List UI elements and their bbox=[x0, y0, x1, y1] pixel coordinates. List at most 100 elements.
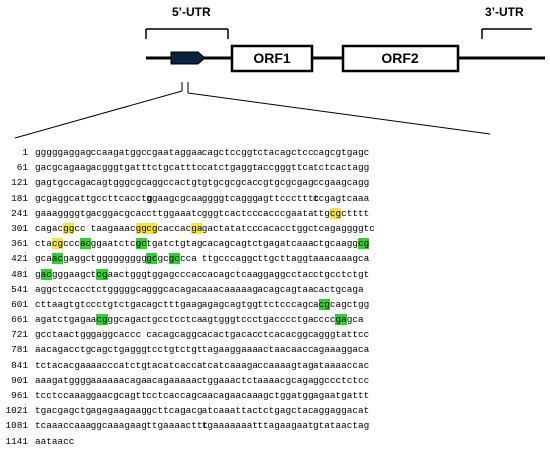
sequence-group: cctcaccagc bbox=[146, 390, 203, 401]
sequence-group: aggccactgt bbox=[146, 177, 203, 189]
sequence-group: acagcagtaa bbox=[257, 283, 314, 295]
cpg-highlight-green: cg bbox=[318, 298, 330, 310]
position-number: 721 bbox=[11, 329, 28, 341]
orf2-label: ORF2 bbox=[381, 50, 419, 66]
sequence-group: cacagctcaa bbox=[201, 268, 259, 280]
position-number: 1 bbox=[22, 147, 28, 158]
sequence-group: agaatgattt bbox=[312, 390, 370, 401]
sequence-group: tcgaactggg bbox=[90, 268, 147, 280]
sequence-group: cagtgggcgc bbox=[90, 177, 147, 189]
sequence-group: cactgcaga bbox=[312, 283, 364, 295]
sequence-group: tgcctcctca bbox=[146, 314, 203, 326]
position-number: 781 bbox=[11, 344, 28, 356]
sequence-group: gccttcacctg bbox=[90, 192, 153, 204]
cpg-highlight-yellow: gg bbox=[135, 222, 147, 234]
sequence-group: acagaaaaac bbox=[146, 374, 203, 386]
cpg-highlight-green: cg bbox=[357, 238, 370, 250]
position-number: 541 bbox=[11, 283, 28, 295]
sequence-group: gtataactag bbox=[312, 420, 370, 432]
sequence-group: acgggtgatt bbox=[90, 162, 147, 174]
sequence-group: ccgaagcagg bbox=[312, 177, 370, 189]
position-number: 1081 bbox=[5, 420, 28, 432]
sequence-group: gggggaggag bbox=[35, 147, 92, 158]
position-number: 241 bbox=[11, 207, 28, 219]
sequence-group: agggtattcc bbox=[312, 329, 370, 341]
utr3-bracket bbox=[481, 28, 532, 39]
cpg-highlight-green: gc bbox=[135, 238, 147, 250]
sequence-group: tgacccctga bbox=[257, 314, 314, 326]
sequence-group: ccaagatggc bbox=[90, 147, 147, 158]
sequence-group: acgcagctgg bbox=[312, 298, 370, 310]
sequence-group: cacacctggc bbox=[257, 222, 314, 234]
cpg-highlight-green: ga bbox=[335, 314, 347, 326]
cpg-highlight-yellow: cg bbox=[146, 222, 158, 234]
sequence-group: cagacggcc bbox=[35, 222, 86, 234]
position-number: 1141 bbox=[5, 435, 28, 447]
sequence-group: gcaacgaggc bbox=[35, 253, 92, 265]
cpg-highlight-yellow: cg bbox=[329, 207, 342, 219]
cpg-highlight-yellow: gg bbox=[63, 222, 75, 234]
sequence-group: ctgcctctgt bbox=[312, 268, 370, 280]
sequence-group: tgaaaaaaat bbox=[201, 420, 259, 432]
position-number: 181 bbox=[11, 192, 28, 204]
sequence-row: 1141 aataacc bbox=[2, 434, 369, 449]
cpg-highlight-green: gc bbox=[168, 253, 180, 265]
sequence-group: ttctcccagc bbox=[257, 298, 314, 310]
sequence-group: gcctaactgg bbox=[35, 329, 92, 341]
sequence-group: ccccgagca bbox=[312, 314, 364, 326]
sequence-group: aataacc bbox=[35, 435, 75, 447]
sequence-group: catctgaggt bbox=[201, 162, 259, 174]
sequence-group: gggtcactcc bbox=[201, 207, 259, 219]
sequence-group: aggaggacat bbox=[312, 405, 370, 417]
sequence-group: gacgcagaag bbox=[35, 162, 92, 174]
sequence-group: tgagatcaaa bbox=[257, 238, 314, 250]
sequence-group: cacccgaata bbox=[257, 207, 314, 219]
position-number: 481 bbox=[11, 268, 28, 280]
orf1-label: ORF1 bbox=[253, 50, 291, 66]
position-number: 601 bbox=[11, 298, 28, 310]
sequence-group: cttggaaatc bbox=[146, 207, 203, 219]
cpg-highlight-green: cg bbox=[96, 268, 108, 280]
sequence-group: ccaaaagtag bbox=[257, 359, 314, 371]
sequence-group: ttgcccaggc bbox=[201, 253, 259, 265]
sequence-group: ctcacacggc bbox=[257, 329, 314, 341]
cpg-highlight-green: cg bbox=[96, 314, 108, 326]
sequence-group: ggaggcctac bbox=[257, 268, 314, 280]
position-number: 961 bbox=[11, 390, 28, 401]
sequence-group: ataaaaccac bbox=[312, 359, 370, 371]
sequence-group: aaacaaaaag bbox=[201, 283, 259, 295]
sequence-group: agtgggtccc bbox=[201, 314, 259, 326]
position-number: 1021 bbox=[5, 405, 28, 417]
sequence-group: tcctgtctgt bbox=[146, 344, 203, 356]
gene-structure-diagram: 5’-UTR 3’-UTR ORF1 ORF2 bbox=[14, 5, 545, 139]
position-number: 661 bbox=[11, 314, 28, 326]
sequence-group: tggagcccac bbox=[146, 268, 203, 280]
sequence-group: aaaaaacaga bbox=[90, 374, 147, 386]
sequence-group: taagaaacgg bbox=[90, 222, 147, 234]
sequence-group: tcaaaccaaa bbox=[35, 420, 92, 432]
sequence-group: agaaaggaca bbox=[312, 344, 370, 356]
position-number: 61 bbox=[16, 162, 28, 174]
utr3-label: 3’-UTR bbox=[485, 5, 524, 19]
sequence-group: gagtgccaga bbox=[35, 177, 92, 189]
cpg-highlight-green: ac bbox=[40, 268, 52, 280]
zoom-line-right-diag bbox=[187, 92, 491, 135]
sequence-group: ttagaagaat bbox=[257, 420, 314, 432]
sequence-group: aacccatctg bbox=[90, 359, 147, 371]
sequence-group: cacagcagtc bbox=[201, 238, 259, 250]
sequence-group: gactatatcc bbox=[201, 222, 259, 234]
sequence-group: agctttgaag bbox=[146, 298, 203, 310]
sequence-group: aaacaaagca bbox=[312, 253, 370, 265]
sequence-group: atcaaattac bbox=[201, 405, 259, 417]
sequence-group: cctgtctgac bbox=[90, 298, 147, 310]
sequence-group: ctgcaaggcg bbox=[312, 238, 370, 250]
sequence-group: ggggtcaggg bbox=[201, 192, 259, 204]
